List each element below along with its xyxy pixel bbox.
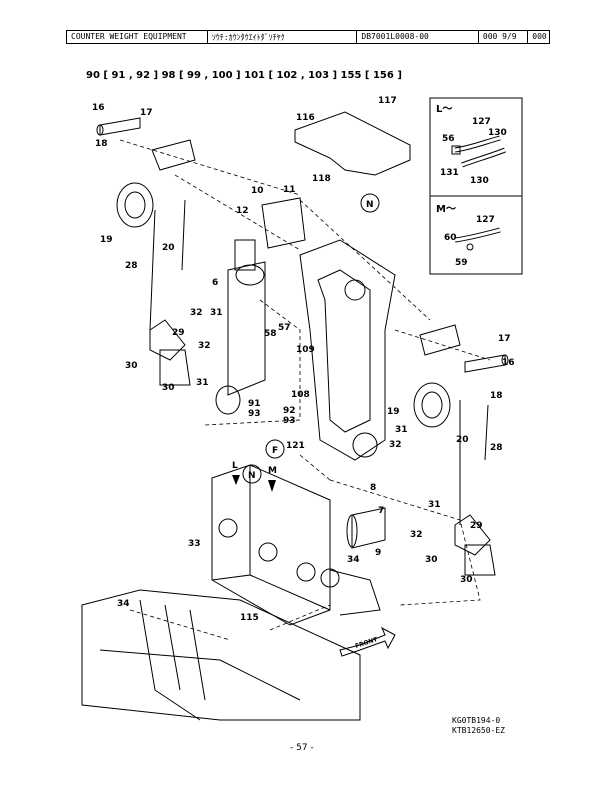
callout: 19 <box>100 235 113 245</box>
inset-M-tag: M～ <box>436 204 456 215</box>
inset-L-label: 130 <box>470 176 489 186</box>
callout: 17 <box>498 334 511 344</box>
callout: 20 <box>456 435 469 445</box>
page-number: - 57 - <box>290 743 314 753</box>
plate-116 <box>294 111 411 176</box>
sheave-left <box>116 182 154 228</box>
assembly-subtitle: 90 [ 91 , 92 ] 98 [ 99 , 100 ] 101 [ 102… <box>86 70 402 81</box>
callout: 18 <box>490 391 503 401</box>
callout: 30 <box>460 575 473 585</box>
callout: 6 <box>212 278 218 288</box>
callout: 7 <box>378 506 384 516</box>
header-page: 000 9/9 <box>479 31 529 43</box>
callout: 58 <box>264 329 277 339</box>
callout: 108 <box>291 390 310 400</box>
header-title: COUNTER WEIGHT EQUIPMENT <box>67 31 208 43</box>
callout: 10 <box>251 186 264 196</box>
sheave-right <box>413 382 451 428</box>
callout: 12 <box>236 206 249 216</box>
callout: 117 <box>378 96 397 106</box>
circle-tag-text: N <box>248 471 256 481</box>
callout: 115 <box>240 613 259 623</box>
callout: 57 <box>278 323 291 333</box>
arrow-L-icon <box>232 475 240 485</box>
circle-tag-F <box>265 439 285 459</box>
ref-code: KG0TB194-0 <box>452 716 501 725</box>
callout: 19 <box>387 407 400 417</box>
inset-M-label: 60 <box>444 233 457 243</box>
callout: 32 <box>389 440 402 450</box>
inset-L-label: 131 <box>440 168 459 178</box>
callout: 32 <box>410 530 423 540</box>
inset-L-label: 127 <box>472 117 491 127</box>
callout-labels: 16 17 18 19 20 28 117 116 118 10 11 12 6… <box>92 96 515 650</box>
header-extra: 000 <box>532 32 547 41</box>
callout: 11 <box>283 185 296 195</box>
inset-box-M <box>429 195 523 275</box>
callout: 20 <box>162 243 175 253</box>
callout: 34 <box>117 599 130 609</box>
arrow-tag-text: M <box>268 466 277 476</box>
circle-tag-text: F <box>272 446 278 456</box>
callout: 18 <box>95 139 108 149</box>
callout: 31 <box>395 425 408 435</box>
callout: 16 <box>502 358 515 368</box>
arrow-tag-text: L <box>232 461 238 471</box>
callout: 116 <box>296 113 315 123</box>
callout: 8 <box>370 483 376 493</box>
inset-L-tag: L～ <box>436 104 452 115</box>
callout: 28 <box>490 443 503 453</box>
header-bar: COUNTER WEIGHT EQUIPMENT ｿｳﾁ:ｶｳﾝﾀｳｴｲﾄﾀﾞｿ… <box>66 30 550 44</box>
callout: 31 <box>428 500 441 510</box>
callout: 31 <box>210 308 223 318</box>
callout: 121 <box>286 441 305 451</box>
callout: 17 <box>140 108 153 118</box>
callout: 16 <box>92 103 105 113</box>
callout: 33 <box>188 539 201 549</box>
callout: 29 <box>470 521 483 531</box>
lower-frame <box>81 589 361 721</box>
callout: 29 <box>172 328 185 338</box>
callout: 30 <box>162 383 175 393</box>
callout: 30 <box>125 361 138 371</box>
callout: 32 <box>190 308 203 318</box>
callout: 30 <box>425 555 438 565</box>
callout: 91 <box>248 399 261 409</box>
callout: 92 <box>283 406 296 416</box>
inset-M-label: 59 <box>455 258 468 268</box>
circle-tag-text: N <box>366 200 374 210</box>
front-arrow-icon <box>339 626 396 657</box>
circle-tag-N-base <box>242 464 262 484</box>
header-code: DB7001L0008-00 <box>357 31 479 43</box>
counterweight-arm <box>299 239 396 461</box>
callout: 109 <box>296 345 315 355</box>
callout: 118 <box>312 174 331 184</box>
inset-L-label: 130 <box>488 128 507 138</box>
inset-L-label: 56 <box>442 134 455 144</box>
callout: 28 <box>125 261 138 271</box>
header-jp-title: ｿｳﾁ:ｶｳﾝﾀｳｴｲﾄﾀﾞｿﾁﾔｸ <box>208 31 358 43</box>
callout: 93 <box>248 409 261 419</box>
callout: 34 <box>347 555 360 565</box>
ref-code: KTB12650-EZ <box>452 726 505 735</box>
inset-M-label: 127 <box>476 215 495 225</box>
circle-tag-N-top <box>360 193 380 213</box>
callout: 9 <box>375 548 381 558</box>
callout: 31 <box>196 378 209 388</box>
callout: 93 <box>283 416 296 426</box>
arrow-M-icon <box>268 480 276 492</box>
callout: 32 <box>198 341 211 351</box>
